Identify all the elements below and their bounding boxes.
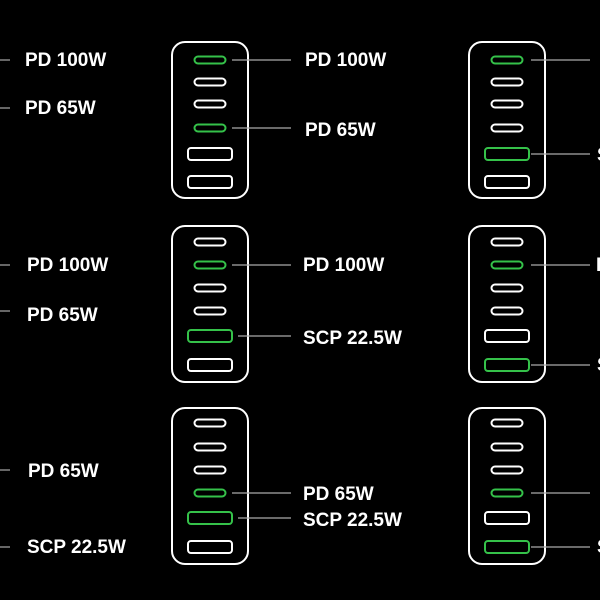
usb-c-port-1-3 <box>193 99 227 109</box>
right-label-row1-b: PD 65W <box>305 120 376 141</box>
usb-c-port-5-3 <box>193 465 227 475</box>
right-label-row2-b: SCP 22.5W <box>303 328 402 349</box>
usb-c-port-2-3 <box>490 99 524 109</box>
usb-c-port-6-3 <box>490 465 524 475</box>
charger-body-4 <box>468 225 546 383</box>
usb-c-port-6-4 <box>490 488 524 498</box>
usb-a-port-5-6 <box>187 540 233 554</box>
left-label-row1-b: PD 65W <box>25 98 96 119</box>
usb-c-port-2-4 <box>490 123 524 133</box>
right-label-row2-a: PD 100W <box>303 255 385 276</box>
left-label-row3-a: PD 65W <box>28 461 99 482</box>
charger-body-3 <box>171 225 249 383</box>
usb-c-port-2-2 <box>490 77 524 87</box>
left-label-row3-b: SCP 22.5W <box>27 537 126 558</box>
usb-a-port-2-5 <box>484 147 530 161</box>
usb-c-port-3-2 <box>193 260 227 270</box>
charger-body-2 <box>468 41 546 199</box>
usb-a-port-6-6 <box>484 540 530 554</box>
edge-label-row2-b: S <box>597 356 600 375</box>
edge-label-row1: S <box>597 146 600 165</box>
right-label-row1-a: PD 100W <box>305 50 387 71</box>
usb-a-port-6-5 <box>484 511 530 525</box>
edge-label-row2-a: I <box>596 255 600 276</box>
usb-a-port-2-6 <box>484 175 530 189</box>
usb-c-port-1-2 <box>193 77 227 87</box>
usb-c-port-3-3 <box>193 283 227 293</box>
usb-c-port-3-1 <box>193 237 227 247</box>
usb-c-port-4-4 <box>490 306 524 316</box>
left-label-row1-a: PD 100W <box>25 50 107 71</box>
usb-c-port-4-2 <box>490 260 524 270</box>
left-label-row2-a: PD 100W <box>27 255 109 276</box>
usb-a-port-3-5 <box>187 329 233 343</box>
right-label-row3-a: PD 65W <box>303 484 374 505</box>
usb-a-port-1-6 <box>187 175 233 189</box>
usb-c-port-5-1 <box>193 418 227 428</box>
usb-c-port-5-2 <box>193 442 227 452</box>
right-label-row3-b: SCP 22.5W <box>303 510 402 531</box>
usb-c-port-6-2 <box>490 442 524 452</box>
usb-a-port-5-5 <box>187 511 233 525</box>
edge-label-row3: S <box>597 538 600 557</box>
usb-c-port-2-1 <box>490 55 524 65</box>
charger-body-6 <box>468 407 546 565</box>
usb-a-port-3-6 <box>187 358 233 372</box>
usb-c-port-6-1 <box>490 418 524 428</box>
usb-c-port-4-1 <box>490 237 524 247</box>
usb-c-port-1-4 <box>193 123 227 133</box>
left-label-row2-b: PD 65W <box>27 305 98 326</box>
usb-c-port-3-4 <box>193 306 227 316</box>
usb-a-port-4-6 <box>484 358 530 372</box>
usb-c-port-5-4 <box>193 488 227 498</box>
usb-c-port-4-3 <box>490 283 524 293</box>
usb-a-port-1-5 <box>187 147 233 161</box>
usb-c-port-1-1 <box>193 55 227 65</box>
usb-a-port-4-5 <box>484 329 530 343</box>
charger-body-1 <box>171 41 249 199</box>
charger-body-5 <box>171 407 249 565</box>
